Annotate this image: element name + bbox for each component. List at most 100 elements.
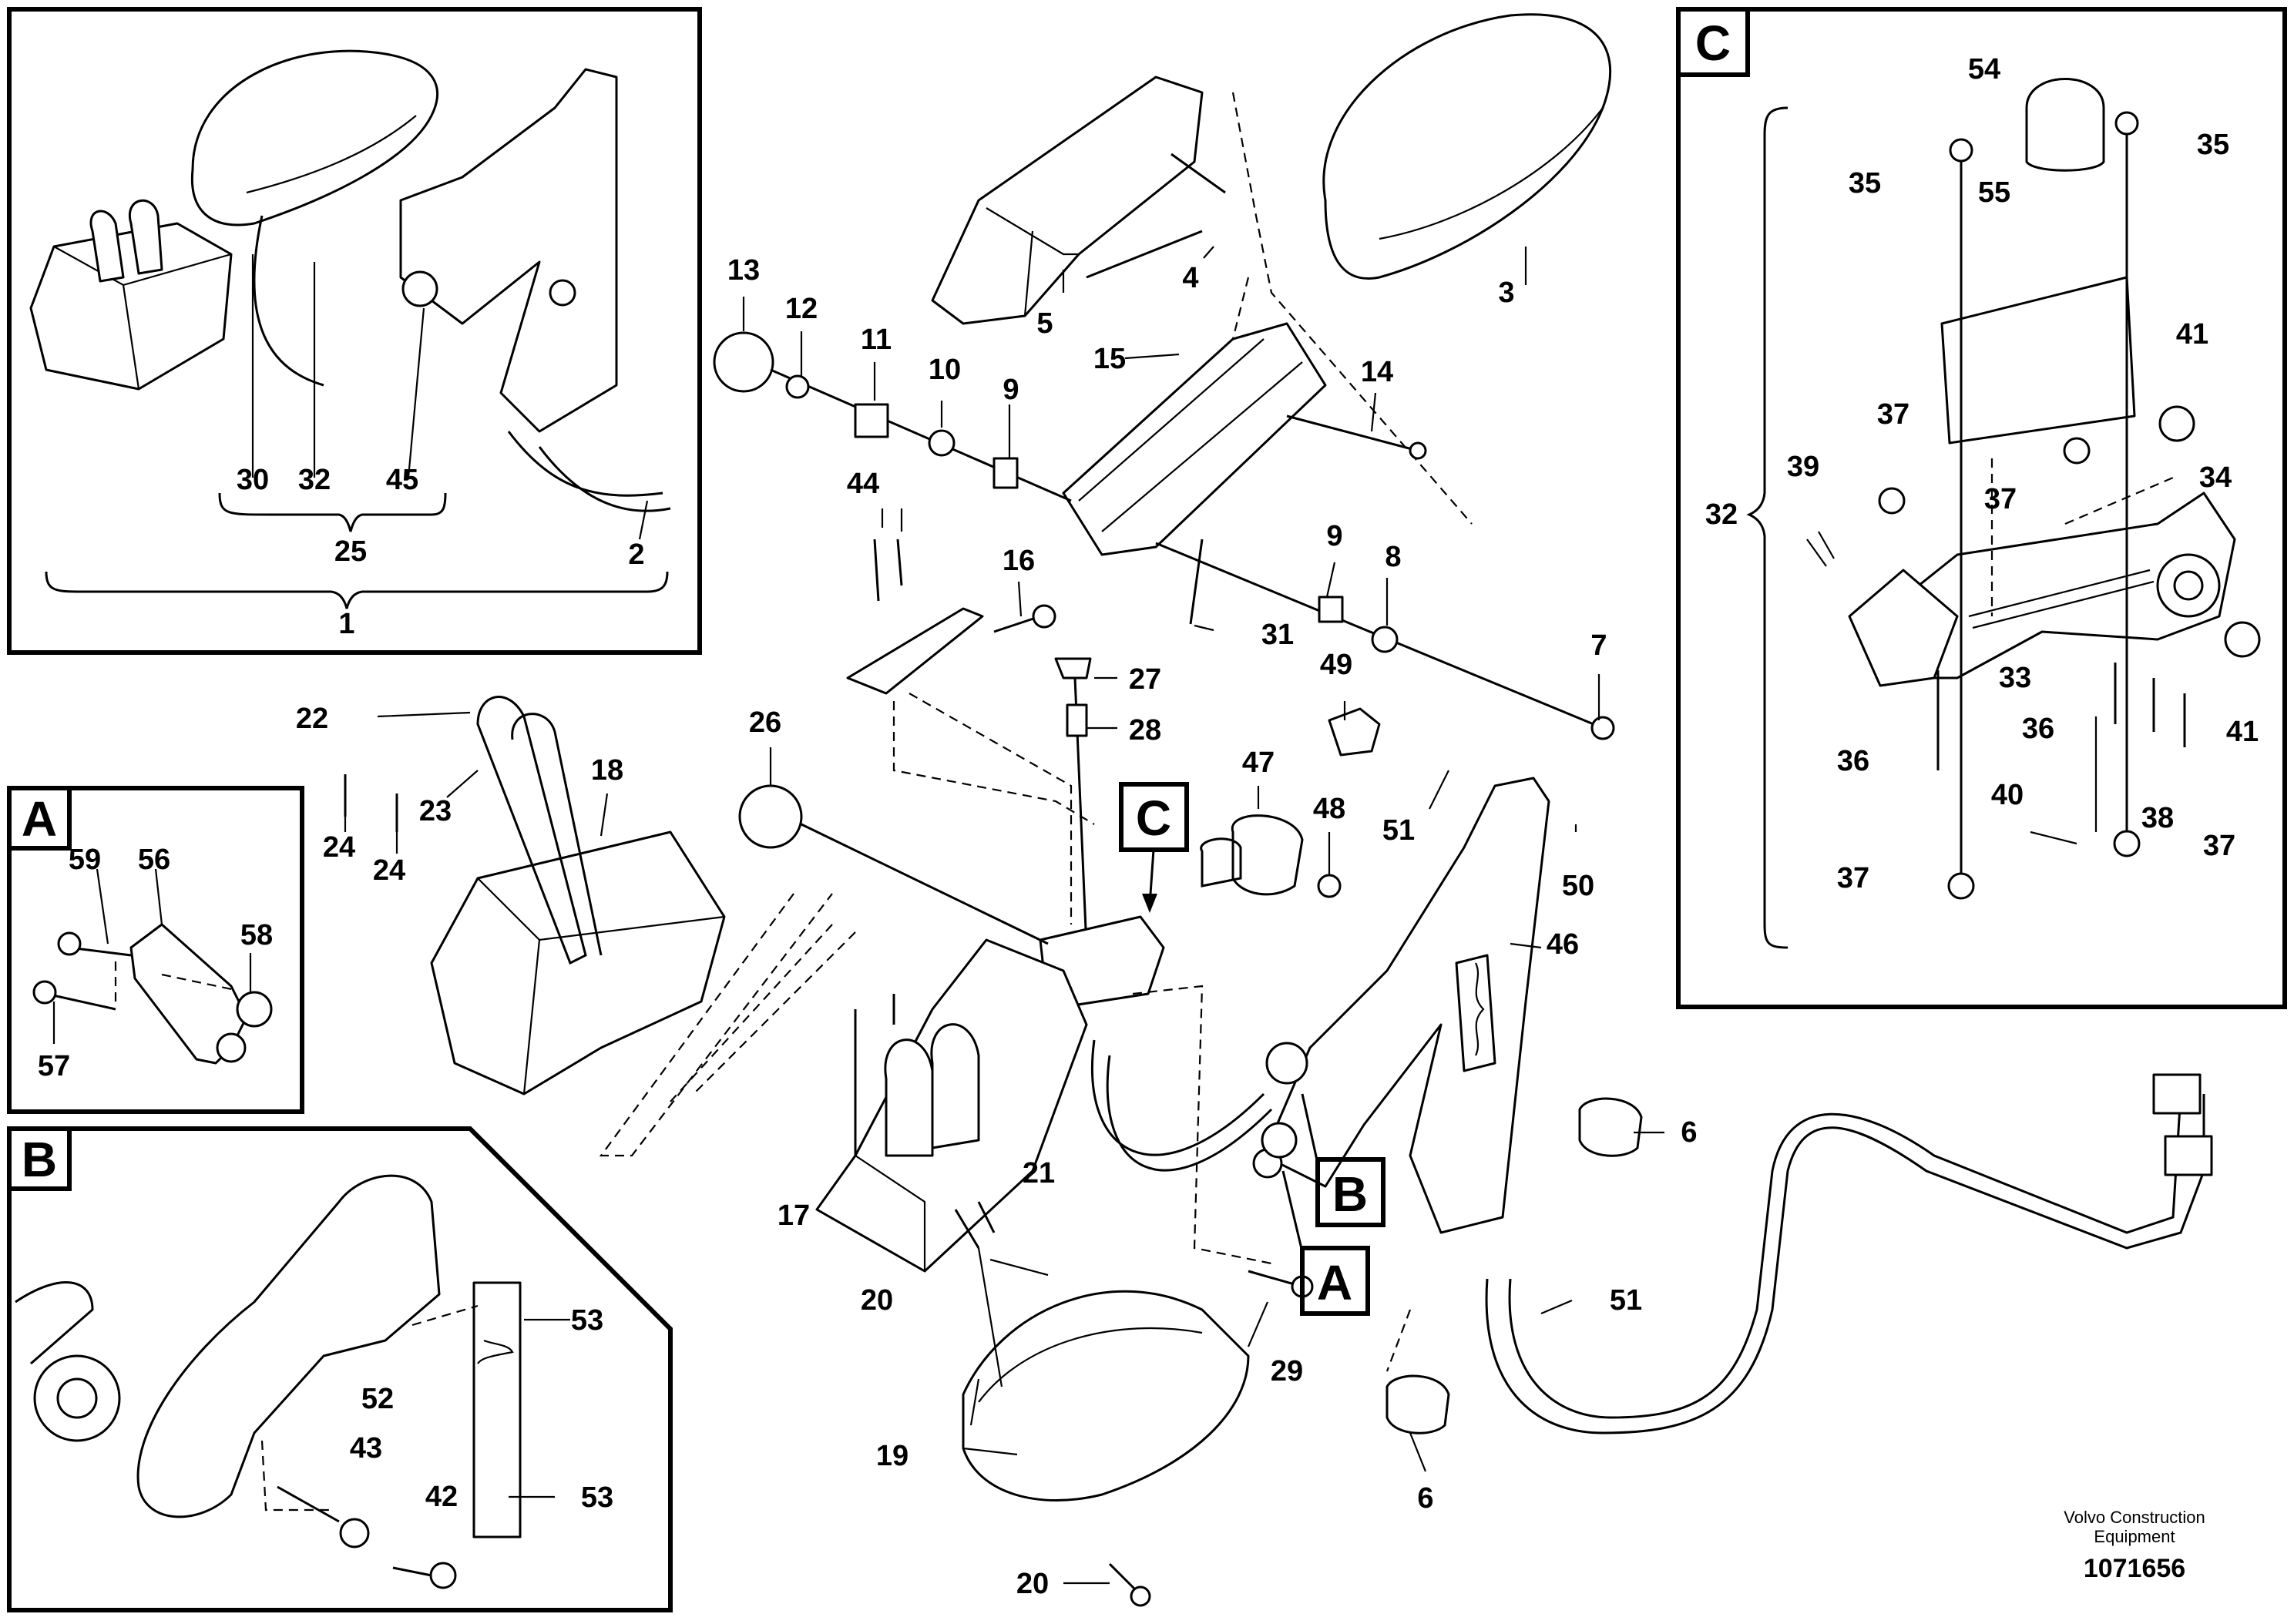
label-9-upper: 9	[1003, 374, 1019, 406]
label-39: 39	[1787, 451, 1819, 483]
label-51-upper: 51	[1382, 814, 1415, 847]
label-50: 50	[1562, 870, 1594, 902]
label-35-left: 35	[1849, 167, 1881, 200]
inset-b-frame	[7, 1126, 673, 1612]
label-46: 46	[1547, 928, 1579, 961]
inset-b-gas-spring-drawing	[472, 1281, 522, 1538]
armrest-cushion-drawing	[190, 49, 438, 226]
label-44: 44	[847, 468, 879, 500]
drawing-number: 1071656	[2084, 1554, 2185, 1583]
clip-bar-44-drawing	[846, 607, 984, 695]
inset-b-title: B	[22, 1132, 57, 1187]
armrest-body-18-drawing	[430, 830, 726, 1096]
label-40: 40	[1991, 779, 2024, 811]
label-31: 31	[1261, 619, 1294, 651]
label-13: 13	[727, 254, 760, 287]
main-bracket-drawing	[1262, 777, 1550, 1234]
callout-b-box	[1315, 1157, 1385, 1227]
callout-c: C	[1136, 790, 1171, 846]
label-38: 38	[2141, 802, 2174, 834]
label-28: 28	[1129, 714, 1161, 747]
label-25: 25	[334, 535, 367, 568]
inset-a-title: A	[22, 791, 57, 847]
label-15: 15	[1093, 343, 1126, 375]
label-8: 8	[1385, 541, 1401, 573]
label-37-d: 37	[2203, 830, 2235, 862]
label-17: 17	[778, 1200, 810, 1232]
knob-47-drawing	[1231, 814, 1304, 896]
label-47: 47	[1242, 747, 1275, 779]
label-34: 34	[2199, 461, 2232, 494]
label-20-lower: 20	[1016, 1568, 1049, 1600]
label-32: 32	[298, 464, 331, 496]
label-55: 55	[1978, 176, 2010, 209]
label-35-right: 35	[2197, 129, 2229, 161]
rubber-6-lower-drawing	[1385, 1374, 1450, 1434]
label-6-upper: 6	[1681, 1116, 1697, 1149]
label-4: 4	[1182, 262, 1198, 294]
label-36-left: 36	[1837, 745, 1869, 777]
knob-26-drawing	[738, 784, 803, 849]
armrest-3-drawing	[1322, 13, 1612, 280]
inset-b: B 53 52 43 42 53	[7, 1126, 673, 1612]
label-12: 12	[785, 293, 818, 325]
callout-a-box	[1300, 1246, 1370, 1316]
inset-c: C 54 35 55 35 41 37 37 39 32 34	[1676, 7, 2287, 1009]
footer: Volvo Construction Equipment 1071656	[2064, 1508, 2205, 1583]
label-2: 2	[628, 539, 644, 571]
inset-b-title-box	[7, 1126, 72, 1191]
label-23: 23	[419, 795, 452, 827]
inset-c-title: C	[1695, 15, 1731, 71]
main-exploded-view: 13 12 11 10 9 5 4 3 15 14 44 16 9 8 31 7…	[296, 13, 2213, 1607]
label-33: 33	[1999, 662, 2031, 694]
label-27: 27	[1129, 663, 1161, 696]
callout-a: A	[1317, 1255, 1352, 1310]
inset-c-knob-drawing	[2025, 78, 2105, 172]
label-37-a: 37	[1877, 398, 1909, 431]
callout-b: B	[1332, 1166, 1368, 1222]
label-21: 21	[1023, 1157, 1055, 1189]
label-51-lower: 51	[1610, 1284, 1642, 1317]
label-52: 52	[361, 1383, 394, 1415]
label-48: 48	[1313, 793, 1345, 825]
label-41-upper: 41	[2176, 318, 2208, 351]
label-19: 19	[876, 1440, 909, 1472]
inset-a: A 59 56 58 57	[7, 786, 304, 1114]
label-41-lower: 41	[2226, 716, 2259, 748]
rubber-6-upper-drawing	[1578, 1097, 1643, 1157]
label-10: 10	[929, 354, 961, 386]
label-59: 59	[69, 844, 101, 876]
control-pod-drawing	[29, 222, 233, 391]
bracket-5-drawing	[931, 75, 1204, 325]
inset-a-title-box	[7, 786, 72, 851]
knob-13-drawing	[713, 331, 774, 393]
company-name-line1: Volvo Construction	[2064, 1508, 2205, 1527]
label-53-upper: 53	[571, 1304, 603, 1337]
label-57: 57	[38, 1050, 70, 1082]
label-30: 30	[237, 464, 269, 496]
label-58: 58	[240, 919, 273, 951]
company-name-line2: Equipment	[2094, 1527, 2175, 1546]
inset-b-bracket-drawing	[136, 1174, 441, 1518]
label-29: 29	[1271, 1355, 1303, 1387]
label-32-brace: 32	[1705, 498, 1738, 531]
label-42: 42	[425, 1481, 458, 1513]
label-37-c: 37	[1837, 862, 1869, 894]
cover-19-drawing	[962, 1290, 1250, 1502]
label-43: 43	[350, 1432, 382, 1465]
inset-c-title-box	[1676, 7, 1750, 77]
label-49: 49	[1320, 649, 1352, 681]
inset-c-arm-drawing	[1879, 492, 2236, 679]
label-22: 22	[296, 703, 328, 735]
label-14: 14	[1361, 356, 1393, 388]
label-53-lower: 53	[581, 1481, 613, 1514]
label-24-right: 24	[373, 854, 405, 887]
inset-frame	[7, 7, 702, 655]
label-18: 18	[591, 754, 623, 787]
label-3: 3	[1498, 277, 1514, 309]
label-24-left: 24	[323, 831, 355, 864]
label-56: 56	[138, 844, 170, 876]
label-9-lower: 9	[1326, 520, 1342, 552]
label-45: 45	[386, 464, 418, 496]
